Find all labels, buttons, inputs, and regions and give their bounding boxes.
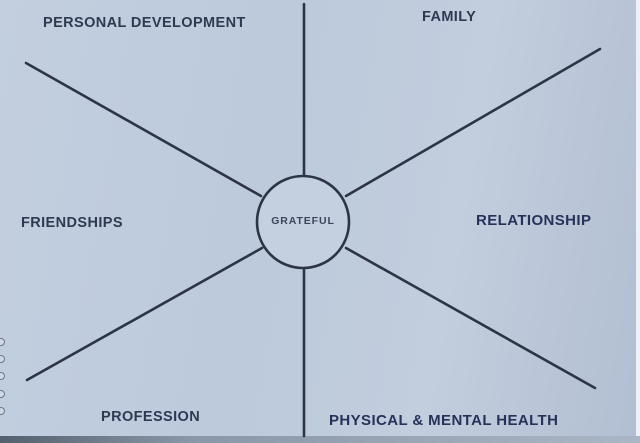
spoke-lower-left — [25, 246, 264, 382]
label-profession: PROFESSION — [101, 409, 201, 425]
binding-ring — [0, 407, 5, 415]
center-circle — [255, 174, 351, 270]
binding-ring — [0, 338, 5, 346]
binding-ring — [0, 372, 5, 380]
page-edge — [636, 0, 640, 443]
label-friendships: FRIENDSHIPS — [21, 215, 123, 231]
label-physical-mental-health: PHYSICAL & MENTAL HEALTH — [329, 412, 559, 429]
spoke-lower-right — [344, 246, 597, 390]
spoke-upper-right — [344, 47, 602, 198]
center-label: GRATEFUL — [271, 215, 335, 227]
spoke-upper-left — [24, 61, 263, 198]
label-family: FAMILY — [422, 9, 477, 25]
label-personal-development: PERSONAL DEVELOPMENT — [43, 15, 246, 31]
label-relationship: RELATIONSHIP — [476, 212, 592, 229]
bottom-shadow — [0, 436, 640, 443]
binding-ring — [0, 355, 5, 363]
binding-ring — [0, 390, 5, 398]
spiral-binding — [0, 0, 6, 443]
